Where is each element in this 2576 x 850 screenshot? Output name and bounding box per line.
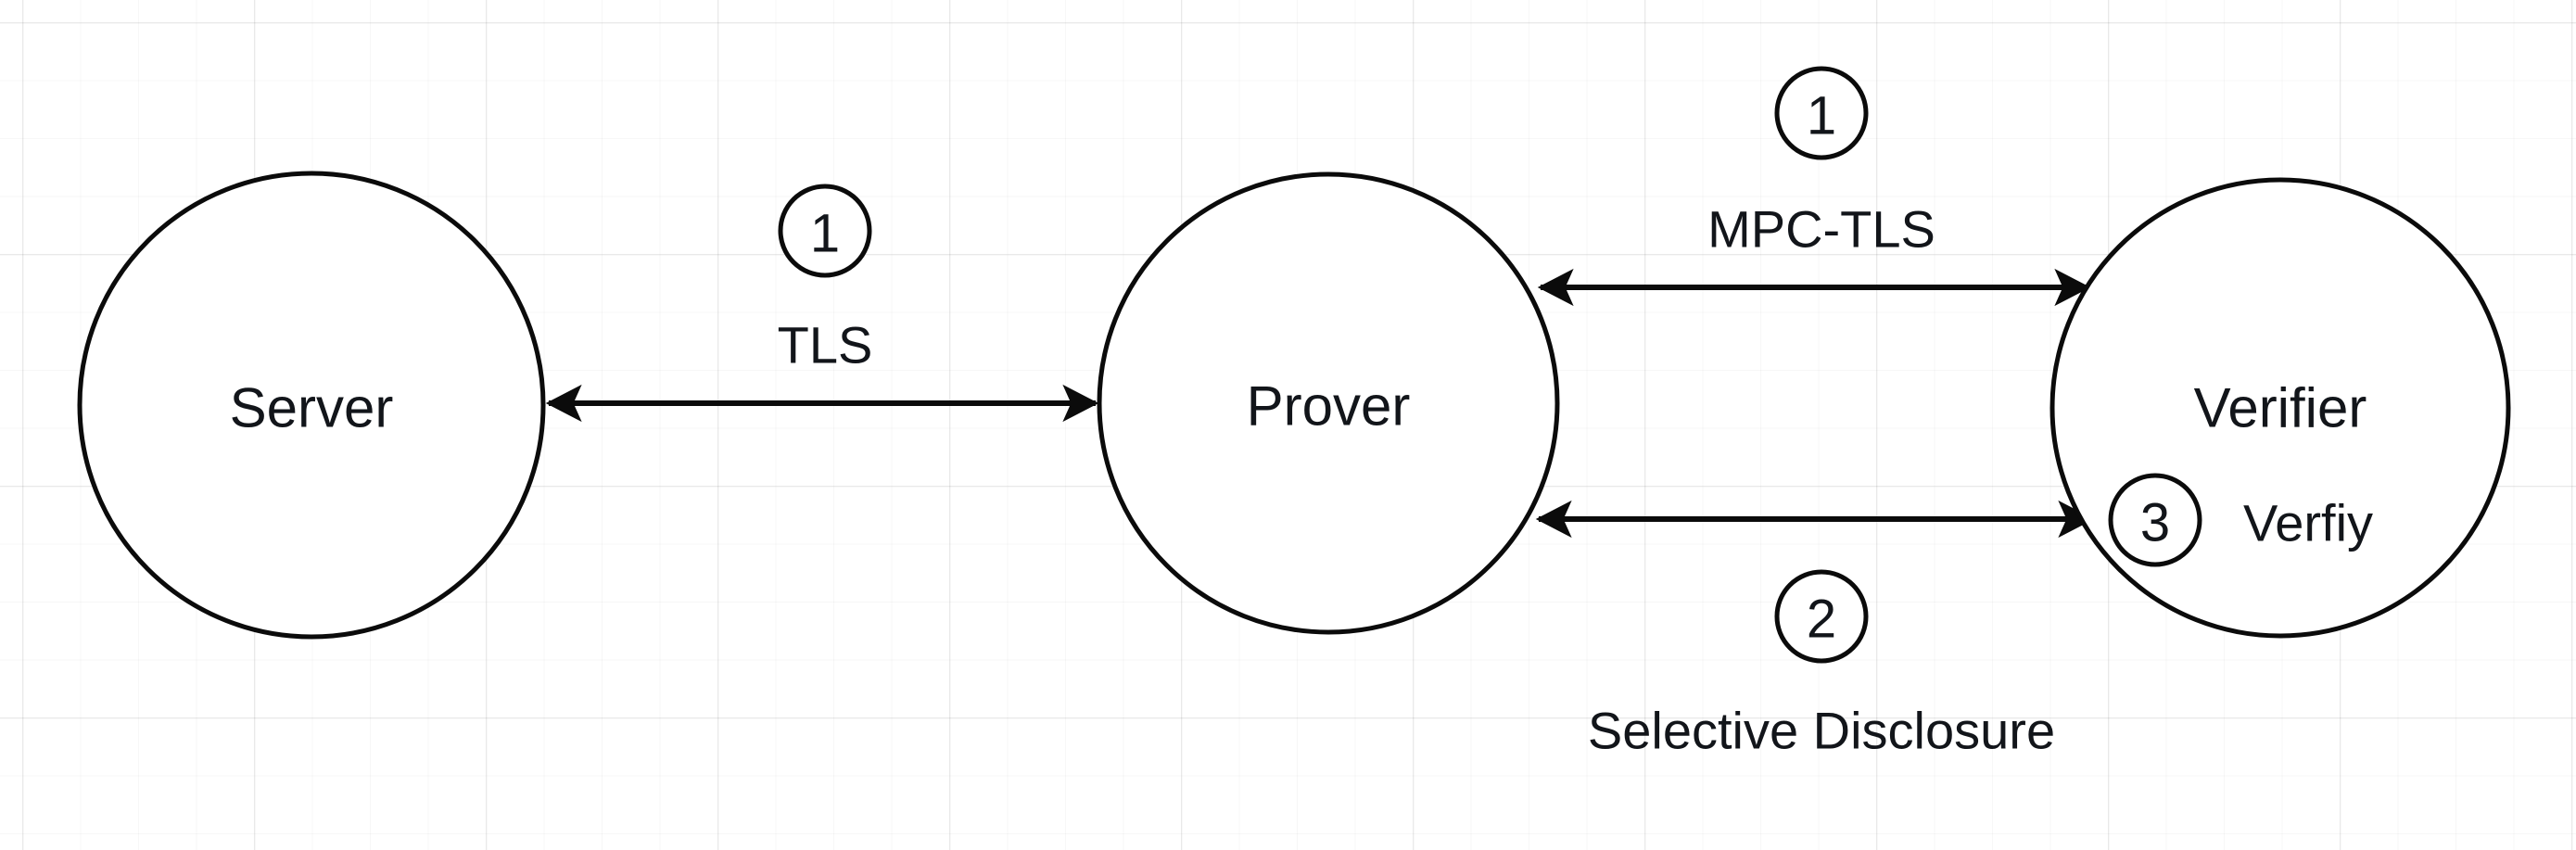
edge-tls-label: TLS <box>778 316 873 374</box>
node-verifier[interactable]: Verifier <box>2049 177 2511 639</box>
edge-tls-step-number: 1 <box>810 204 840 264</box>
annotation-verify-label: Verfiy <box>2243 494 2373 552</box>
node-prover-label: Prover <box>1247 375 1411 438</box>
node-server[interactable]: Server <box>77 171 546 640</box>
edge-mpc-tls-label: MPC-TLS <box>1707 200 1935 259</box>
node-prover[interactable]: Prover <box>1097 171 1560 635</box>
edge-selective-disclosure[interactable]: 2 Selective Disclosure <box>1535 500 2095 760</box>
edge-mpc-tls[interactable]: 1 MPC-TLS <box>1537 66 2091 307</box>
annotation-verify-step-badge <box>2108 473 2202 567</box>
edge-mpc-tls-step-badge <box>1774 66 1869 160</box>
node-server-circle <box>77 171 546 640</box>
edge-selective-disclosure-label: Selective Disclosure <box>1588 702 2055 760</box>
annotation-verify-step-number: 3 <box>2140 493 2170 553</box>
edge-tls-step-badge <box>778 184 872 278</box>
node-prover-circle <box>1097 171 1560 635</box>
edge-tls[interactable]: 1 TLS <box>545 184 1099 423</box>
node-server-label: Server <box>230 377 394 439</box>
edge-mpc-tls-step-number: 1 <box>1807 86 1836 146</box>
edge-selective-disclosure-step-badge <box>1774 569 1869 664</box>
node-verifier-label: Verifier <box>2194 377 2367 439</box>
annotation-verify[interactable]: 3 Verfiy <box>2108 473 2373 567</box>
edge-selective-disclosure-step-number: 2 <box>1807 590 1836 650</box>
